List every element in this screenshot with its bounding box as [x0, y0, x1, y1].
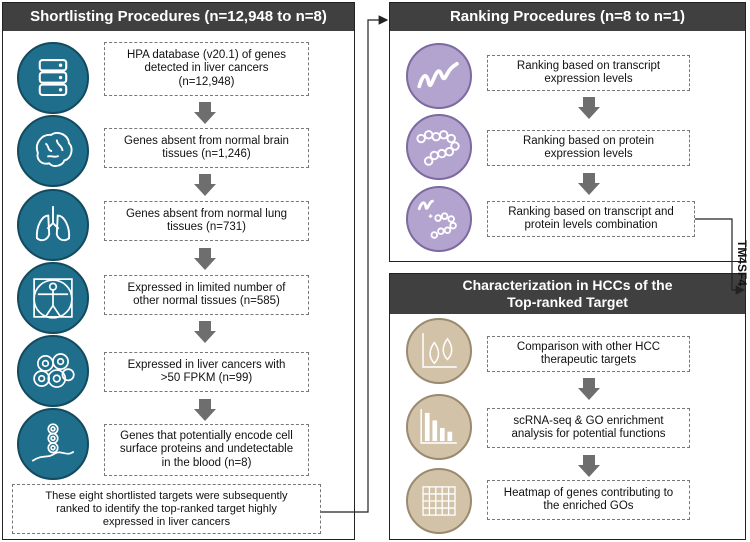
transcript-wave-icon — [406, 43, 472, 109]
violin-plot-icon — [406, 318, 472, 384]
step-box-combination-ranking: Ranking based on transcript and protein … — [487, 201, 695, 237]
step-box-brain-tissues: Genes absent from normal brain tissues (… — [104, 128, 309, 168]
down-arrow — [194, 399, 216, 421]
top-target-label: TM4SF4 — [735, 239, 749, 286]
heatmap-grid-icon — [406, 468, 472, 534]
step-box-heatmap-genes: Heatmap of genes contributing to the enr… — [487, 480, 690, 520]
shortlisting-title: Shortlisting Procedures (n=12,948 to n=8… — [3, 3, 354, 31]
protein-chain-icon — [406, 114, 472, 180]
database-icon — [17, 42, 89, 114]
step-box-transcript-ranking: Ranking based on transcript expression l… — [487, 55, 690, 91]
step-box-other-normal-tissues: Expressed in limited number of other nor… — [104, 275, 309, 315]
brain-icon — [17, 115, 89, 187]
bar-chart-icon — [406, 394, 472, 460]
vitruvian-body-icon — [17, 262, 89, 334]
blood-vessel-cells-icon — [17, 408, 89, 480]
down-arrow — [578, 455, 600, 477]
step-box-scrnaseq-go-enrichment: scRNA-seq & GO enrichment analysis for p… — [487, 408, 690, 448]
step-box-hpa-database: HPA database (v20.1) of genes detected i… — [104, 42, 309, 96]
liver-cells-icon — [17, 335, 89, 407]
down-arrow — [578, 378, 600, 400]
step-box-liver-cancers-fpkm: Expressed in liver cancers with >50 FPKM… — [104, 352, 309, 392]
down-arrow — [194, 248, 216, 270]
step-box-protein-ranking: Ranking based on protein expression leve… — [487, 130, 690, 166]
lungs-icon — [17, 189, 89, 261]
step-box-lung-tissues: Genes absent from normal lung tissues (n… — [104, 201, 309, 241]
ranking-title: Ranking Procedures (n=8 to n=1) — [390, 3, 745, 31]
shortlist-summary-note: These eight shortlisted targets were sub… — [12, 484, 321, 534]
step-box-therapeutic-comparison: Comparison with other HCC therapeutic ta… — [487, 336, 690, 372]
down-arrow — [194, 174, 216, 196]
characterization-title: Characterization in HCCs of the Top-rank… — [390, 274, 745, 314]
down-arrow — [194, 102, 216, 124]
down-arrow — [578, 173, 600, 195]
down-arrow — [194, 321, 216, 343]
step-box-cell-surface-proteins: Genes that potentially encode cell surfa… — [104, 424, 309, 476]
transcript-protein-combination-icon — [406, 186, 472, 252]
down-arrow — [578, 97, 600, 119]
